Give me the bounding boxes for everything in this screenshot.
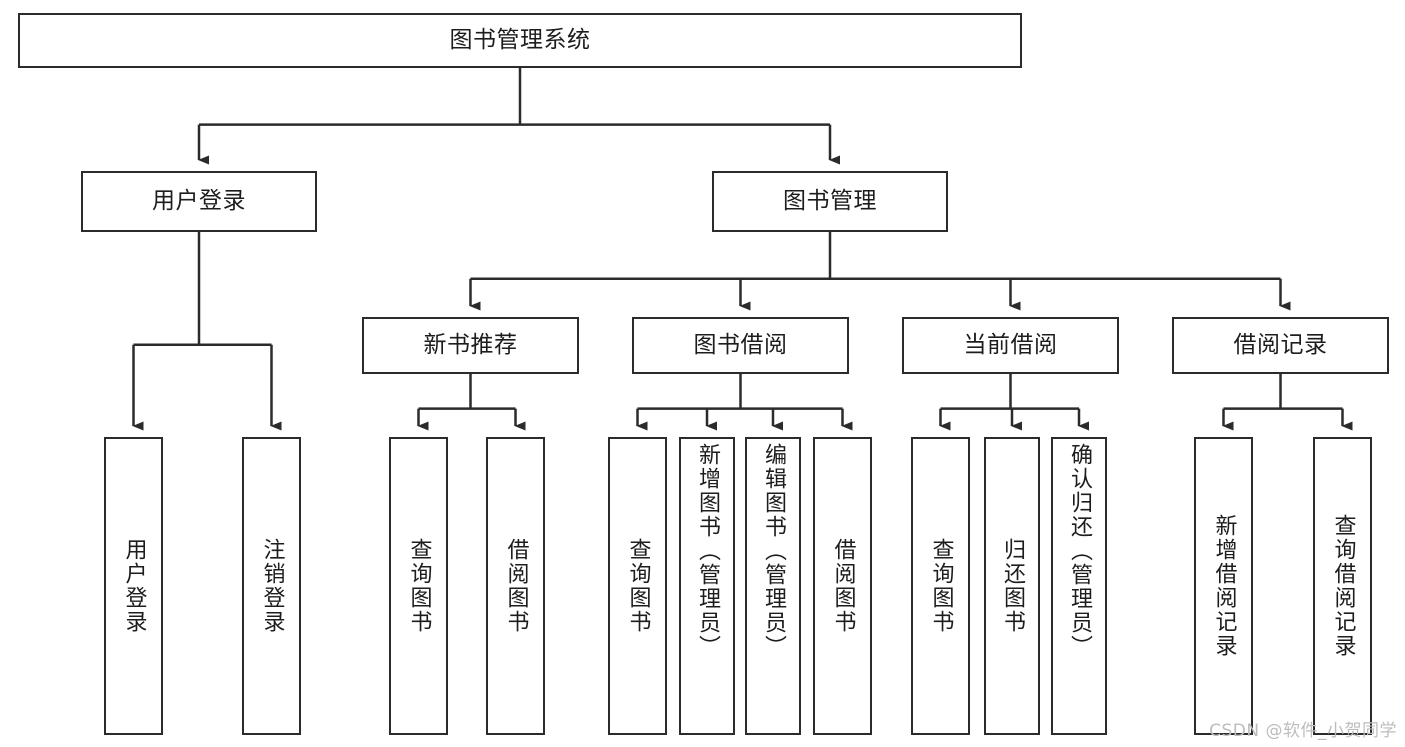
- node-leaf-borrow-book-1-label: 借阅图书: [503, 538, 529, 634]
- node-leaf-borrow-book-1[interactable]: 借阅图书: [486, 437, 545, 735]
- node-leaf-add-book-label: 新增图书（管理员）: [695, 443, 720, 659]
- connector-paths: [132, 68, 1353, 431]
- node-user-login-label: 用户登录: [152, 187, 246, 214]
- node-current-borrow-label: 当前借阅: [963, 331, 1058, 358]
- node-leaf-confirm-return[interactable]: 确认归还（管理员）: [1051, 437, 1107, 735]
- node-leaf-query-book-2[interactable]: 查询图书: [608, 437, 667, 735]
- node-leaf-query-record[interactable]: 查询借阅记录: [1313, 437, 1372, 735]
- node-leaf-return-book[interactable]: 归还图书: [984, 437, 1040, 735]
- node-leaf-borrow-book-2-label: 借阅图书: [830, 538, 856, 634]
- node-leaf-user-login-label: 用户登录: [121, 538, 147, 634]
- node-root-label: 图书管理系统: [449, 26, 591, 53]
- node-leaf-query-record-label: 查询借阅记录: [1330, 514, 1356, 658]
- node-leaf-logout-label: 注销登录: [259, 538, 285, 634]
- node-book-borrow-label: 图书借阅: [693, 331, 788, 358]
- node-leaf-add-book[interactable]: 新增图书（管理员）: [679, 437, 735, 735]
- node-leaf-user-login[interactable]: 用户登录: [104, 437, 163, 735]
- node-leaf-query-book-2-label: 查询图书: [625, 538, 651, 634]
- node-leaf-add-record-label: 新增借阅记录: [1211, 514, 1237, 658]
- node-borrow-record[interactable]: 借阅记录: [1172, 317, 1389, 374]
- node-book-borrow[interactable]: 图书借阅: [632, 317, 849, 374]
- node-book-manage[interactable]: 图书管理: [712, 171, 948, 232]
- node-borrow-record-label: 借阅记录: [1233, 331, 1328, 358]
- node-current-borrow[interactable]: 当前借阅: [902, 317, 1119, 374]
- node-leaf-confirm-return-label: 确认归还（管理员）: [1067, 443, 1092, 659]
- node-leaf-edit-book[interactable]: 编辑图书（管理员）: [745, 437, 801, 735]
- node-leaf-query-book-3-label: 查询图书: [928, 538, 954, 634]
- watermark: CSDN @软件_小贺同学: [1209, 721, 1397, 741]
- node-leaf-query-book-1[interactable]: 查询图书: [389, 437, 448, 735]
- node-leaf-query-book-3[interactable]: 查询图书: [911, 437, 970, 735]
- node-leaf-edit-book-label: 编辑图书（管理员）: [761, 443, 786, 659]
- node-root[interactable]: 图书管理系统: [18, 13, 1022, 68]
- node-new-book-rec-label: 新书推荐: [423, 331, 518, 358]
- node-book-manage-label: 图书管理: [783, 187, 877, 214]
- node-leaf-query-book-1-label: 查询图书: [406, 538, 432, 634]
- node-leaf-borrow-book-2[interactable]: 借阅图书: [813, 437, 872, 735]
- node-user-login[interactable]: 用户登录: [81, 171, 317, 232]
- node-leaf-return-book-label: 归还图书: [1000, 538, 1025, 634]
- node-leaf-add-record[interactable]: 新增借阅记录: [1194, 437, 1253, 735]
- node-new-book-rec[interactable]: 新书推荐: [362, 317, 579, 374]
- node-leaf-logout[interactable]: 注销登录: [242, 437, 301, 735]
